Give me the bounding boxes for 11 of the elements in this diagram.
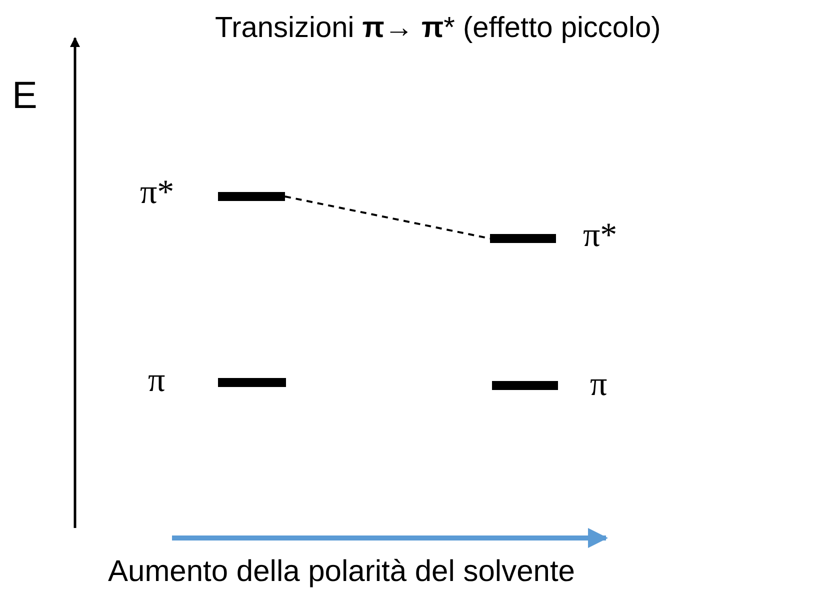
level-label: π* [583, 217, 618, 255]
energy-level-bar [492, 381, 558, 390]
energy-level-bar [218, 192, 285, 201]
level-label: π [148, 362, 166, 400]
level-label: π [590, 366, 608, 404]
axis-caption: Aumento della polarità del solvente [108, 555, 575, 589]
axis-label: E [12, 75, 38, 118]
title: Transizioni π→ π* (effetto piccolo) [215, 12, 661, 45]
energy-level-bar [490, 234, 556, 243]
level-label: π* [140, 174, 174, 212]
energy-level-bar [218, 378, 286, 387]
